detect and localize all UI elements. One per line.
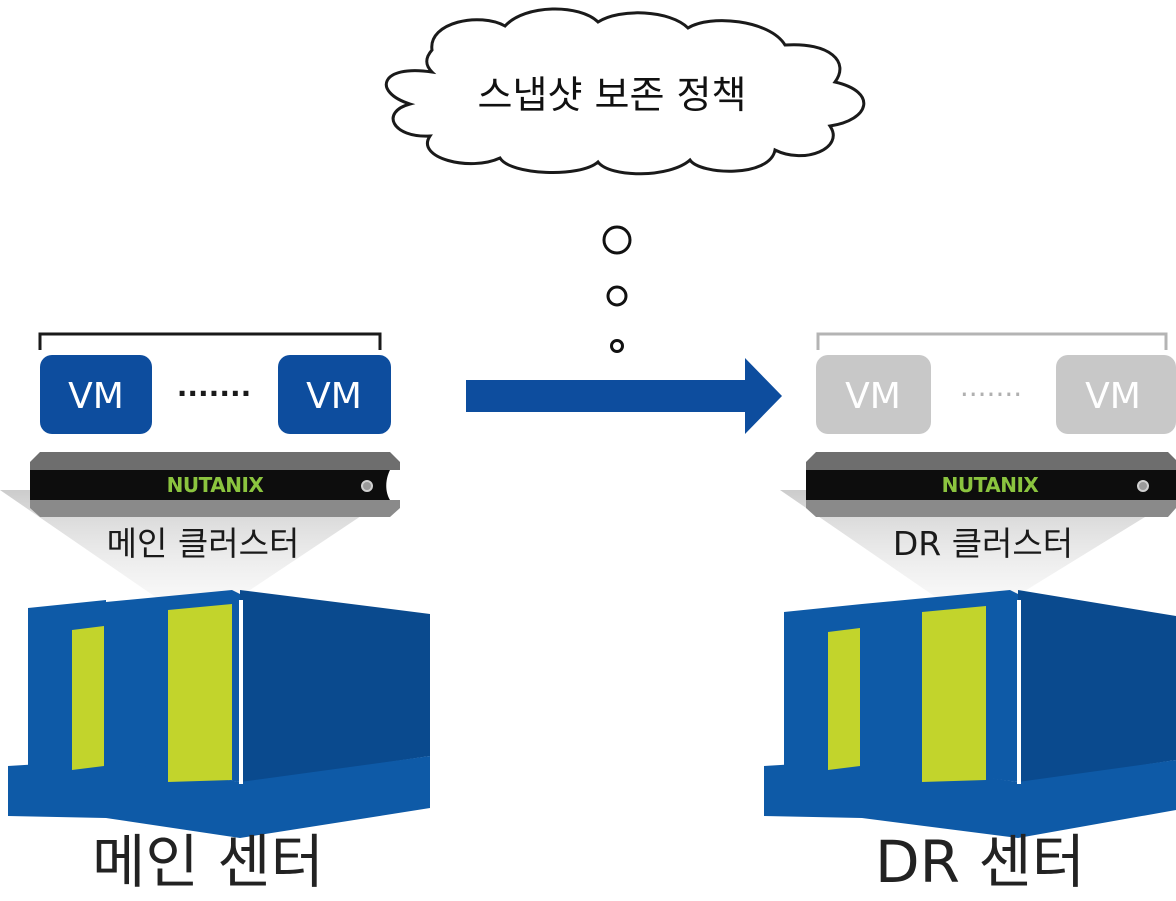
vm-label-right: VM <box>1085 376 1141 417</box>
cluster-beam <box>780 490 1176 600</box>
thought-bubble-small <box>610 339 624 353</box>
cluster-beam <box>0 490 400 600</box>
nutanix-logo: NUTANIX <box>167 473 265 497</box>
vm-label-right: VM <box>306 376 362 417</box>
datacenter-building <box>764 590 1176 838</box>
thought-bubble-medium <box>606 285 628 307</box>
vm-group-bracket <box>38 332 382 350</box>
cluster-label: DR 클러스터 <box>893 524 1073 563</box>
vm-box-right <box>278 355 391 434</box>
cloud-text: 스냅샷 보존 정책 <box>478 73 747 117</box>
thought-bubble-large <box>602 225 632 255</box>
building-window-small <box>72 626 104 770</box>
replication-arrow <box>466 358 782 434</box>
vm-group-bracket <box>816 332 1168 350</box>
vm-dots: ....... <box>177 370 251 403</box>
vm-dots: ....... <box>960 370 1022 403</box>
thought-cloud: 스냅샷 보존 정책 <box>384 7 866 176</box>
nutanix-appliance: NUTANIX <box>30 452 400 517</box>
building-window-small <box>828 628 860 770</box>
vm-label-left: VM <box>845 376 901 417</box>
dr-site: VM ....... VM NUTANIX DR 클러스터 DR 센터 <box>764 332 1176 896</box>
center-label: DR 센터 <box>875 828 1085 896</box>
cloud-shape <box>384 7 866 176</box>
building-window-large <box>168 604 232 782</box>
nutanix-appliance: NUTANIX <box>806 452 1176 517</box>
vm-box-left <box>40 355 152 434</box>
power-led-icon <box>361 480 373 492</box>
vm-box-left <box>816 355 931 434</box>
building-window-large <box>922 606 986 782</box>
main-site: VM ....... VM NUTANIX 메인 클러스터 메인 센터 <box>0 332 430 896</box>
cluster-label: 메인 클러스터 <box>107 524 300 563</box>
datacenter-building <box>8 590 430 838</box>
nutanix-logo: NUTANIX <box>942 473 1040 497</box>
power-led-icon <box>1137 480 1149 492</box>
center-label: 메인 센터 <box>92 828 324 896</box>
vm-box-right <box>1056 355 1176 434</box>
vm-label-left: VM <box>68 376 124 417</box>
